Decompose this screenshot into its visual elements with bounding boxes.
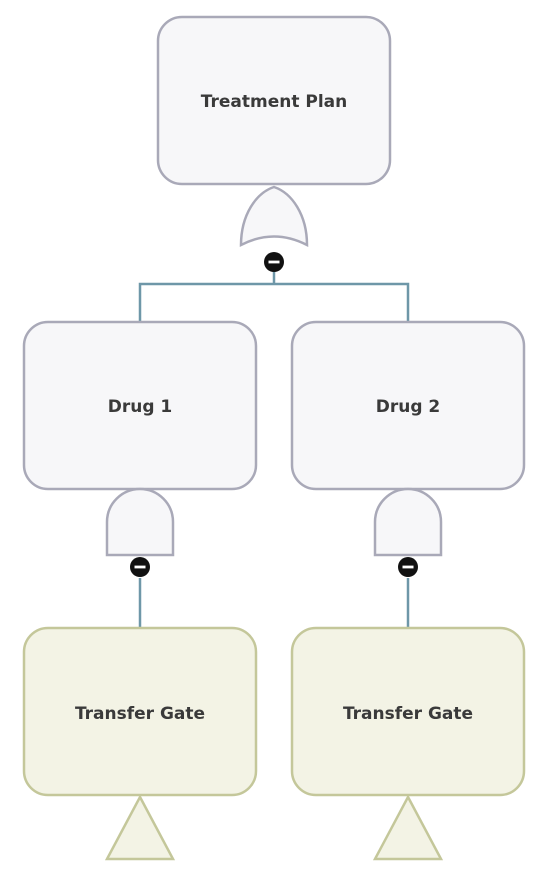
collapse-toggle-drug-2[interactable]: [398, 557, 418, 577]
transfer-label-2: Transfer Gate: [343, 704, 473, 724]
and-gate-icon: [105, 487, 175, 557]
and-gate-shape-drug-1: [105, 487, 175, 557]
event-node-drug-2[interactable]: Drug 2: [290, 320, 526, 491]
top-event-node[interactable]: Treatment Plan: [156, 15, 392, 186]
transfer-node-2[interactable]: Transfer Gate: [290, 626, 526, 797]
event-label-drug-1: Drug 1: [108, 397, 173, 417]
and-gate-icon: [373, 487, 443, 557]
top-event-box: [156, 15, 392, 186]
connector-split-bar: [138, 282, 410, 322]
transfer-triangle-2: [372, 794, 444, 861]
transfer-triangle-icon: [372, 794, 444, 861]
or-gate-icon: [239, 185, 309, 248]
collapse-toggle-top[interactable]: [264, 252, 284, 272]
transfer-node-1[interactable]: Transfer Gate: [22, 626, 258, 797]
event-label-drug-2: Drug 2: [376, 397, 441, 417]
or-gate-shape: [239, 185, 309, 248]
transfer-triangle-icon: [104, 794, 176, 861]
connectors: [138, 272, 410, 628]
transfer-triangle-1: [104, 794, 176, 861]
event-node-drug-1[interactable]: Drug 1: [22, 320, 258, 491]
and-gate-shape-drug-2: [373, 487, 443, 557]
collapse-toggle-drug-1[interactable]: [130, 557, 150, 577]
top-event-label: Treatment Plan: [201, 92, 348, 112]
transfer-label-1: Transfer Gate: [75, 704, 205, 724]
